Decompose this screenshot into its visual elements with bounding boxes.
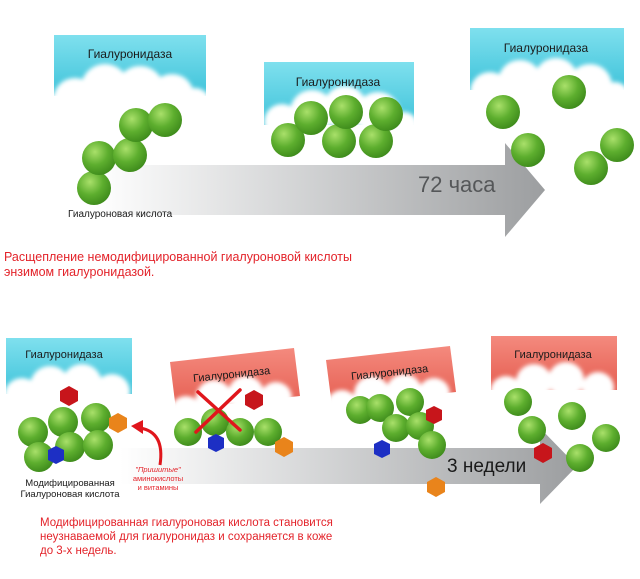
- grafted-label-line1: "Пришитые": [135, 465, 181, 474]
- enzyme-label: Гиалуронидаза: [25, 349, 103, 361]
- molecule-label: Гиалуроновая кислота: [68, 209, 173, 220]
- caption-modified: Модифицированная гиалуроновая кислота ст…: [40, 516, 340, 558]
- enzyme-label: Гиалуронидаза: [504, 41, 589, 55]
- grafted-label-line2: аминокислоты: [133, 474, 183, 483]
- time-label-72h: 72 часа: [418, 172, 496, 197]
- enzyme-label: Гиалуронидаза: [296, 75, 381, 89]
- modified-molecule-label-line2: Гиалуроновая кислота: [21, 489, 121, 500]
- grafted-label-line3: и витамины: [138, 483, 179, 492]
- time-label-3-weeks: 3 недели: [447, 456, 526, 477]
- enzyme-label: Гиалуронидаза: [514, 349, 592, 361]
- grafted-pointer-arrowhead: [131, 420, 143, 434]
- enzyme-label: Гиалуронидаза: [88, 47, 173, 61]
- modified-molecule-label-line1: Модифицированная: [25, 478, 115, 489]
- caption-unmodified: Расщепление немодифицированной гиалуроно…: [4, 250, 364, 280]
- amino-orange-hexagon: [109, 413, 127, 433]
- enzyme-hyaluronidase-bottom-2-blocked: Гиалуронидаза: [170, 348, 300, 428]
- enzyme-hyaluronidase-1: Гиалуронидаза: [44, 35, 211, 122]
